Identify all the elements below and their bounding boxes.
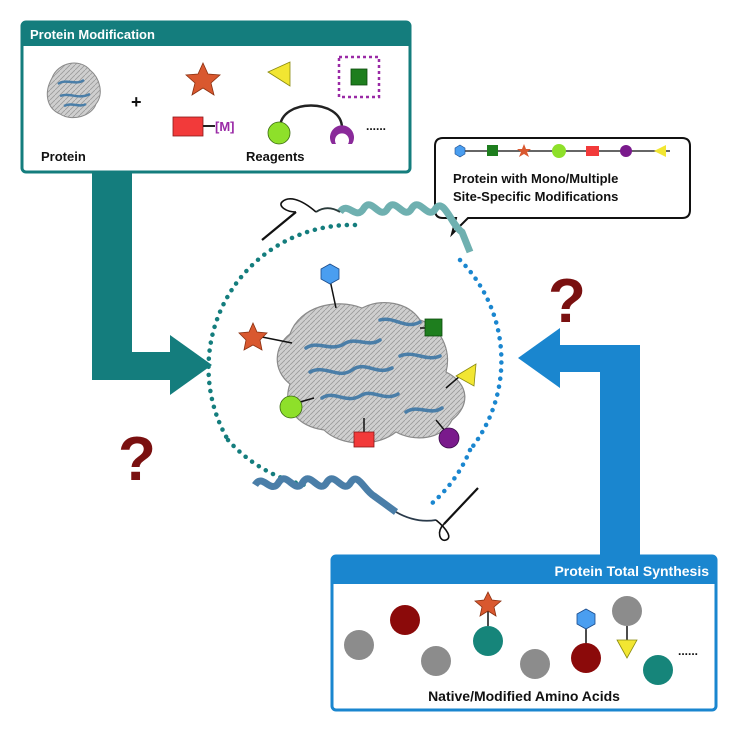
callout-line-1: Protein with Mono/Multiple [453,171,618,186]
protein-modification-panel: Protein Modification Protein + [M] .....… [20,20,412,174]
teal-flow-arrow [92,170,212,395]
square-icon [487,145,498,156]
rectangle-icon [172,116,204,137]
star-icon [474,591,502,617]
star-icon [517,144,531,157]
crescent-icon [329,125,355,144]
star-icon [185,62,221,96]
amino-acid-gray-icon [520,649,550,679]
mass-tag-label: [M] [215,119,235,134]
circle-icon [552,144,566,158]
rectangle-icon [586,146,599,156]
square-icon [424,318,443,337]
circle-icon [438,427,460,449]
total-synthesis-title: Protein Total Synthesis [554,563,709,579]
protein-modification-title: Protein Modification [30,27,155,42]
amino-acid-gray-icon [344,630,374,660]
star-icon [238,322,268,351]
hexagon-icon [576,608,596,630]
plus-sign: + [131,92,142,112]
question-mark-left: ? [118,425,156,494]
triangle-icon [654,145,666,157]
amino-acids-label: Native/Modified Amino Acids [428,688,620,704]
protein-label: Protein [41,149,86,164]
amino-acid-teal-icon [473,626,503,656]
triangle-icon [616,639,638,659]
circle-icon [620,145,632,157]
bottom-helix-needle [252,475,479,542]
amino-acid-darkred-icon [571,643,601,673]
circle-icon [267,121,291,145]
amino-acids-ellipsis: ...... [678,644,698,658]
protein-structure-icon [46,62,101,119]
circle-icon [279,395,303,419]
triangle-icon [267,61,291,87]
amino-acid-darkred-icon [390,605,420,635]
protein-structure-center [276,302,466,444]
amino-acid-gray-icon [421,646,451,676]
callout-line-2: Site-Specific Modifications [453,189,618,204]
dashed-box-icon [337,55,381,99]
hexagon-icon [320,263,340,285]
question-mark-right: ? [548,267,586,336]
modifications-callout: Protein with Mono/Multiple Site-Specific… [434,137,691,238]
triangle-icon [455,363,477,387]
rectangle-icon [353,431,375,448]
square-icon [350,68,368,86]
amino-acid-teal-icon [643,655,673,685]
hexagon-icon [454,144,466,158]
protein-total-synthesis-panel: Protein Total Synthesis ...... Native/Mo… [330,554,718,712]
top-helix-needle [261,198,474,254]
amino-acid-gray-icon [612,596,642,626]
blue-flow-arrow [518,328,640,560]
reagents-ellipsis: ...... [366,119,386,133]
modified-protein-circle [206,198,504,542]
reagents-label: Reagents [246,149,305,164]
